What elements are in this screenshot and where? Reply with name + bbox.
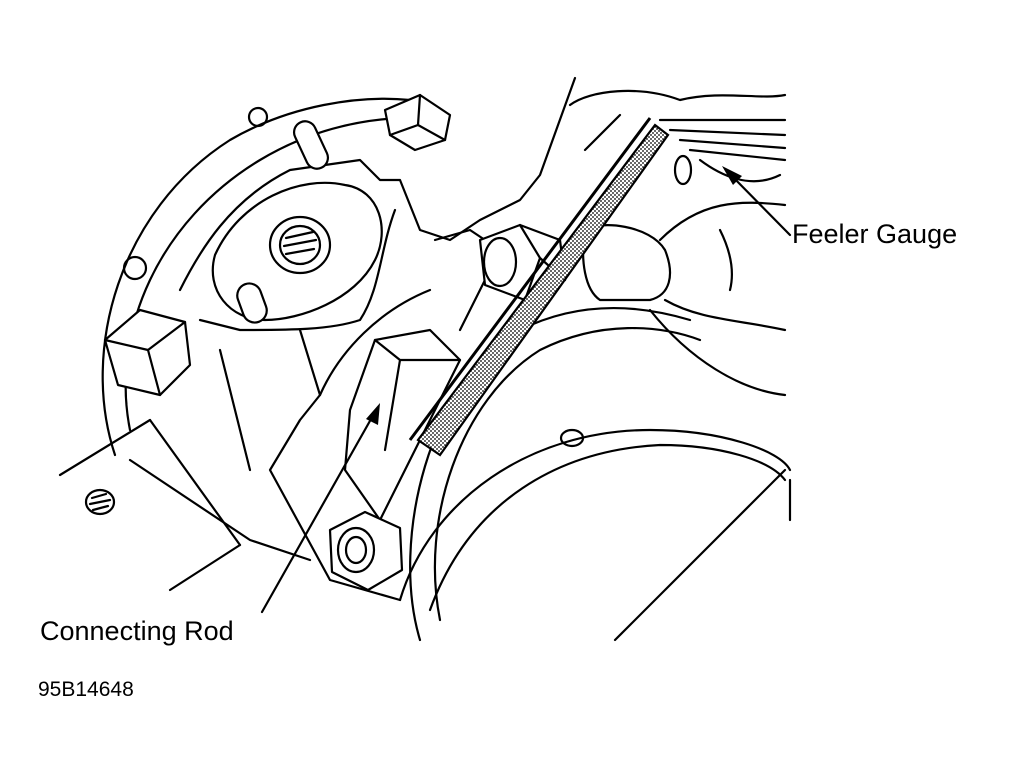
main-bolt [103, 308, 192, 397]
feeler-gauge-blade [416, 123, 670, 457]
connecting-rod-label: Connecting Rod [40, 616, 234, 646]
drain-plug [84, 488, 116, 516]
connecting-rod [343, 228, 502, 522]
gauge-edge [408, 117, 652, 441]
oil-port-plate [122, 106, 383, 324]
rod-nut-lower [328, 510, 404, 592]
leader-connecting-rod [260, 403, 380, 614]
leader-feeler-gauge [722, 166, 792, 237]
feeler-gauge-label: Feeler Gauge [792, 219, 958, 249]
figure-id: 95B14648 [38, 678, 134, 701]
upper-bolt [383, 93, 452, 152]
counterweight [178, 76, 577, 602]
hand [568, 89, 787, 397]
